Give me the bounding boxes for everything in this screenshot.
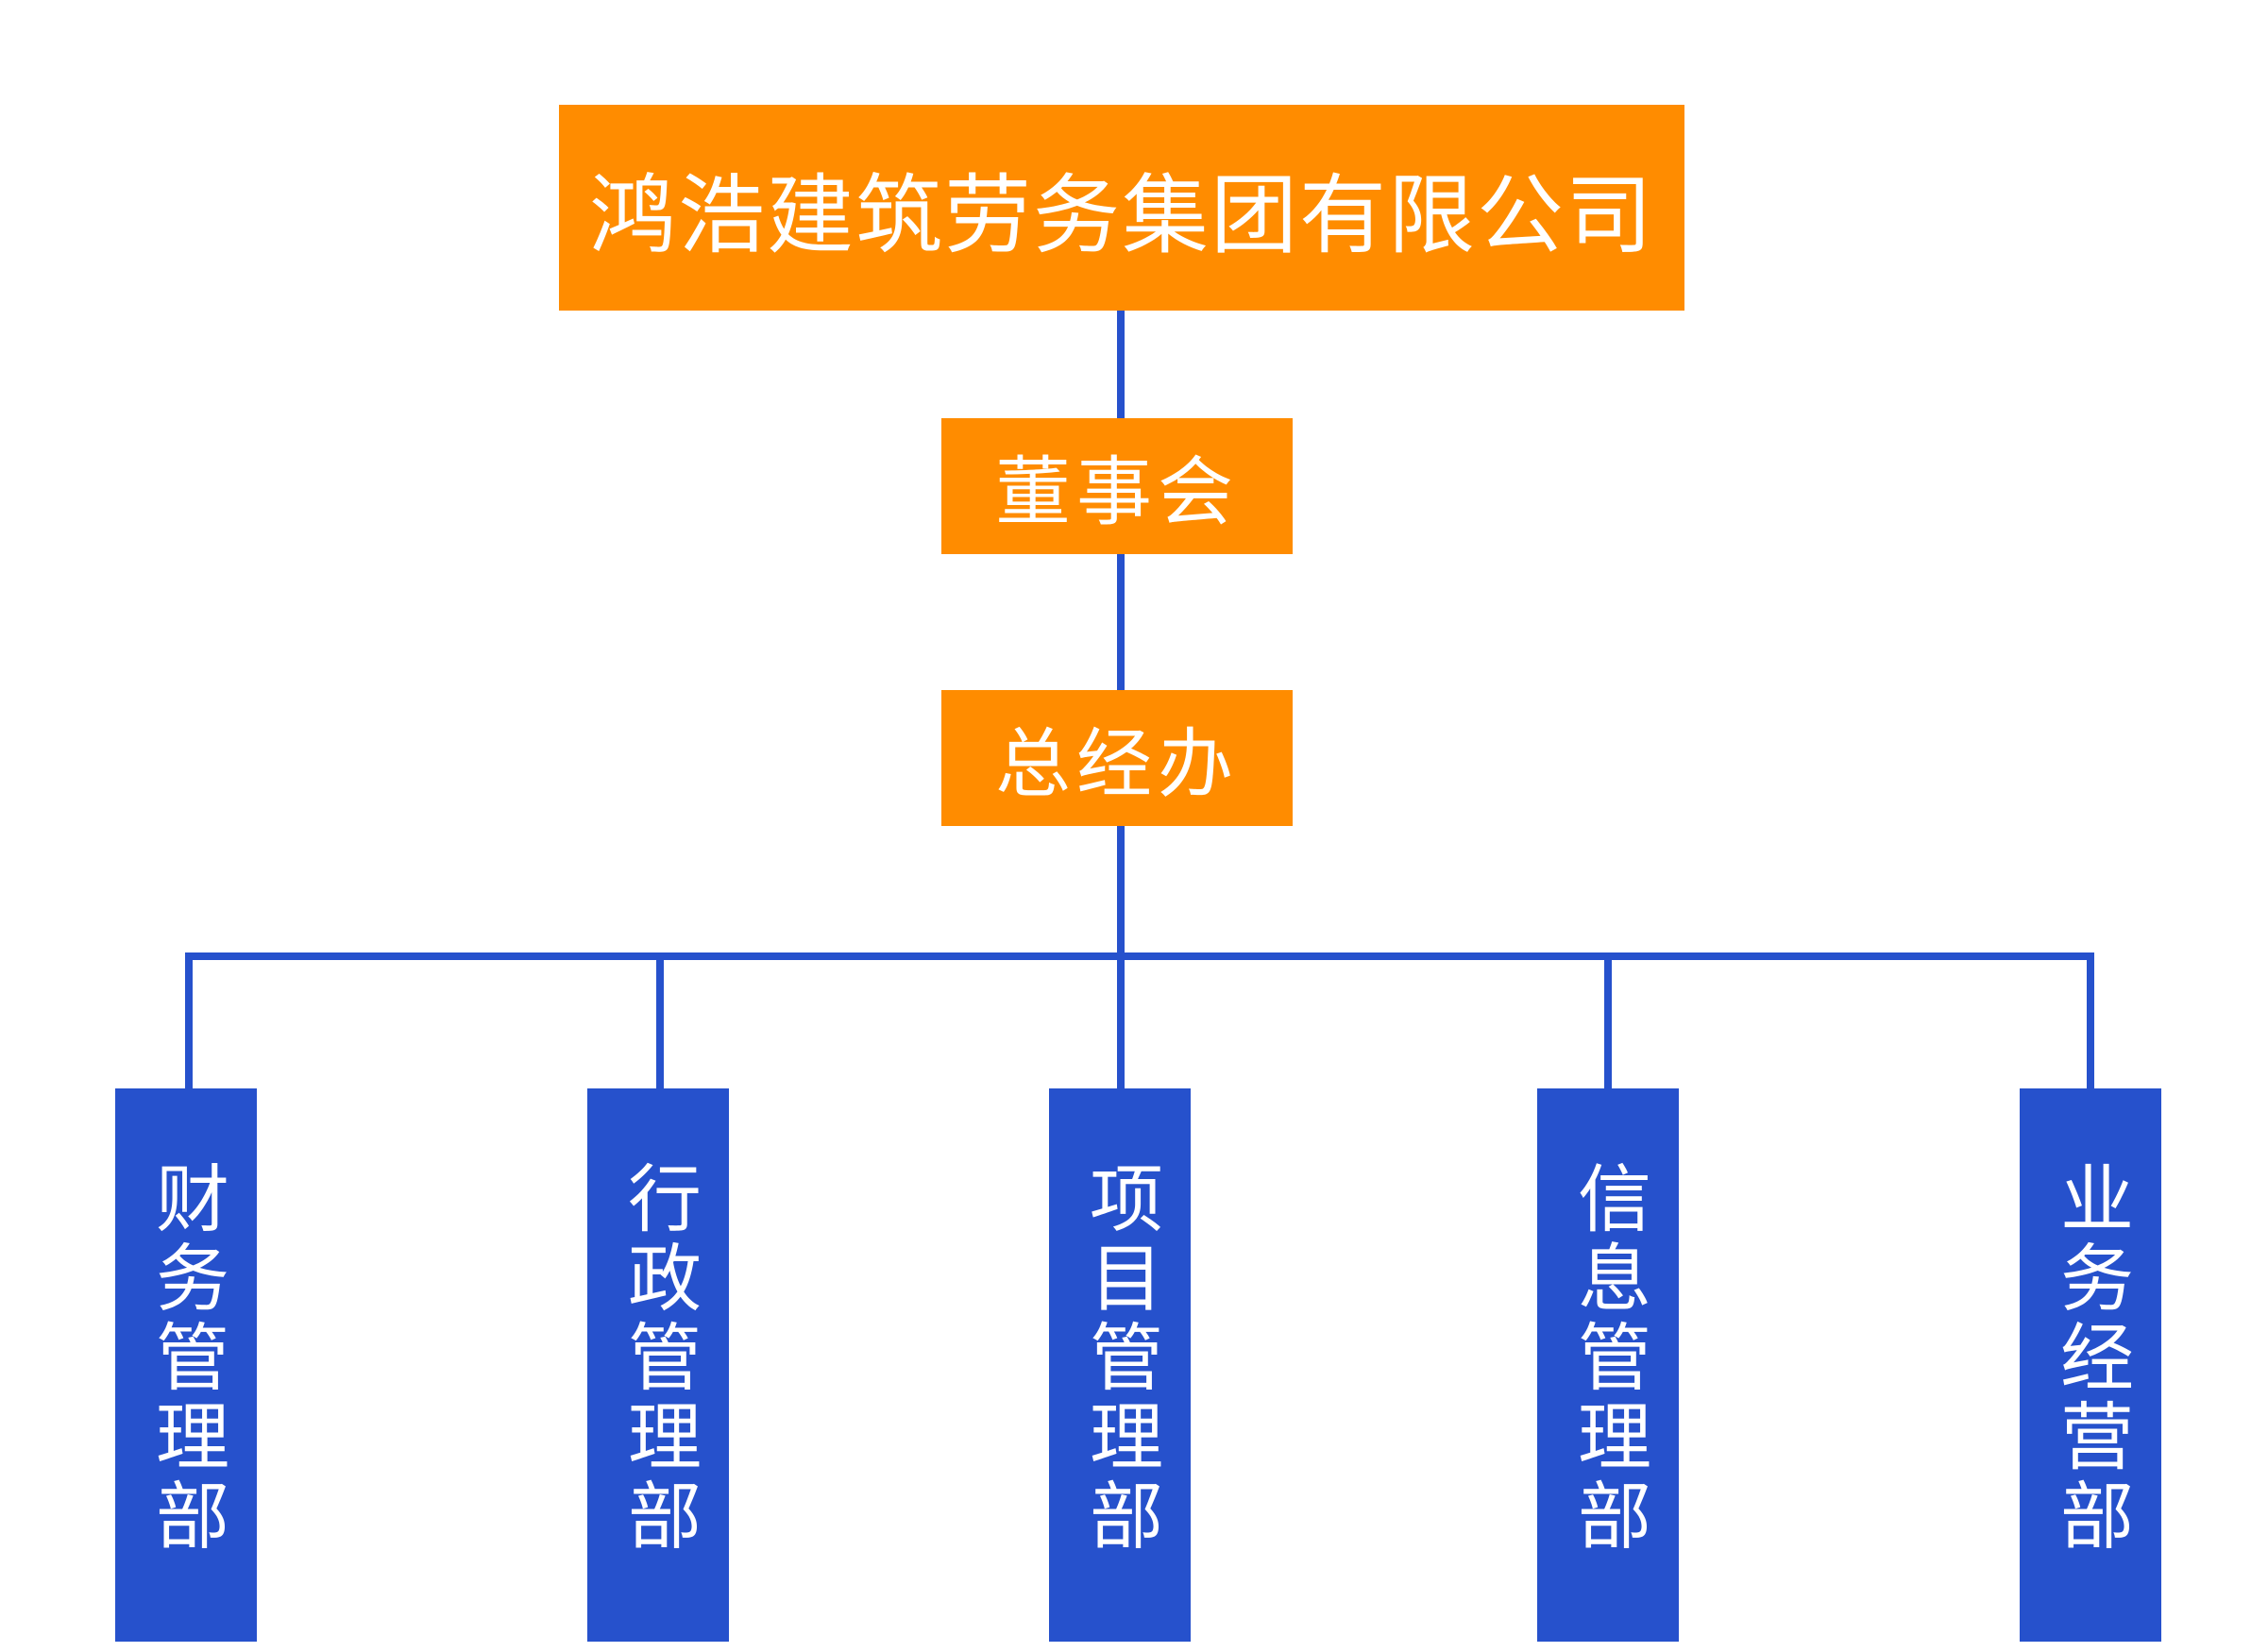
department-node-administration: 行政管理部 [587,1088,729,1642]
department-label: 行政管理部 [616,1160,701,1557]
department-node-business: 业务经营部 [2020,1088,2161,1642]
board-label: 董事会 [995,448,1239,536]
department-label: 信息管理部 [1566,1160,1650,1557]
company-node: 鸿浩建筑劳务集团有限公司 [559,105,1684,311]
department-node-project: 项目管理部 [1049,1088,1191,1642]
department-label: 业务经营部 [2048,1160,2133,1557]
general-office-node: 总经办 [941,690,1293,826]
department-label: 财务管理部 [144,1160,228,1557]
company-name: 鸿浩建筑劳务集团有限公司 [588,164,1654,266]
department-node-finance: 财务管理部 [115,1088,257,1642]
department-node-information: 信息管理部 [1537,1088,1679,1642]
department-label: 项目管理部 [1077,1160,1162,1557]
general-office-label: 总经办 [995,720,1239,808]
board-node: 董事会 [941,418,1293,554]
